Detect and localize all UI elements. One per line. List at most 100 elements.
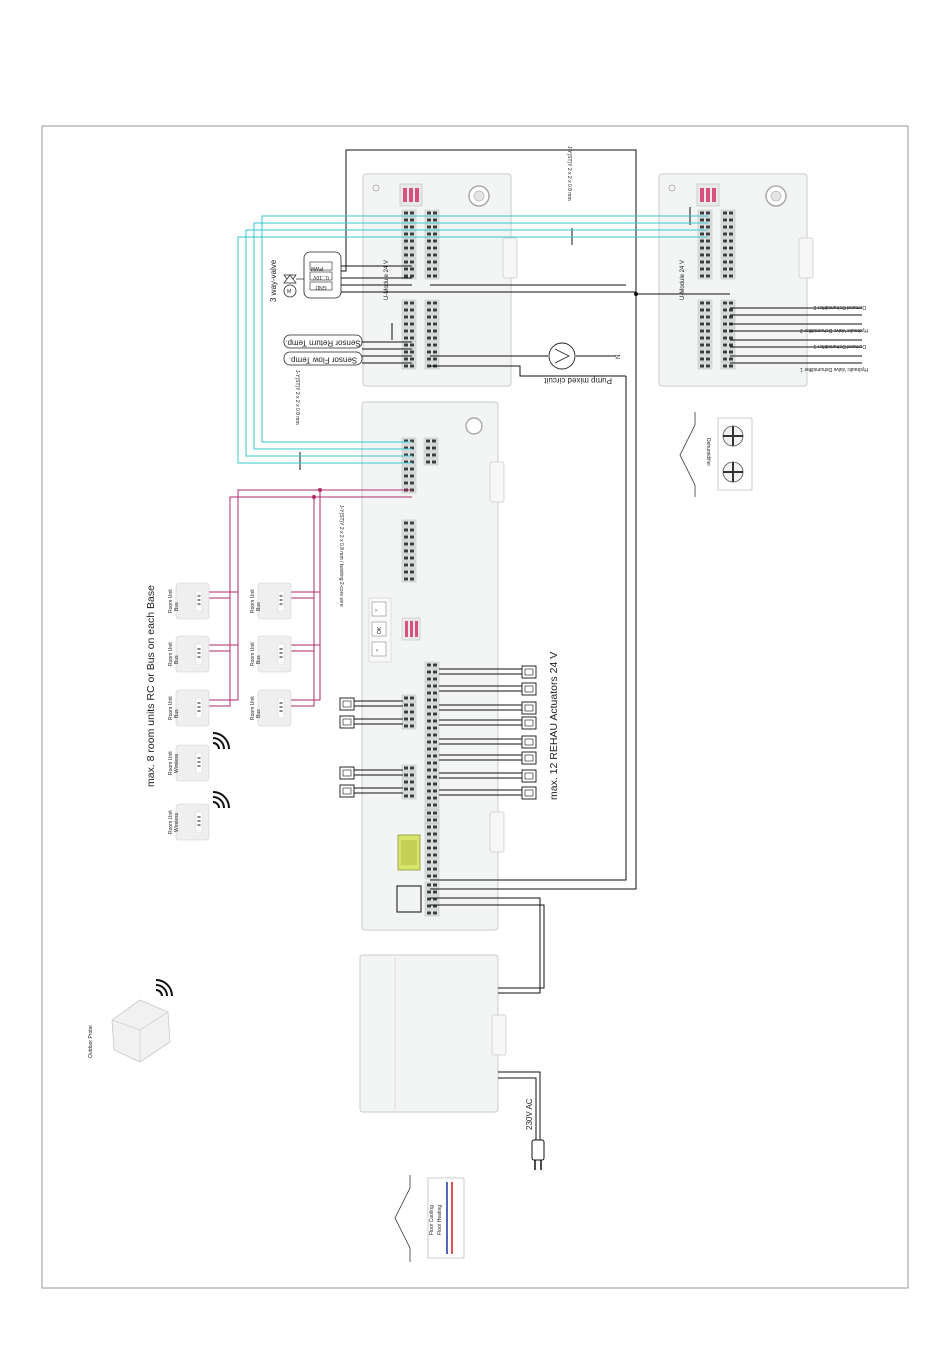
room-unit-type: Bus [174,709,180,718]
page-frame [41,125,909,1289]
actuator [339,766,355,780]
terminal [720,209,736,217]
terminal [424,844,440,852]
terminal [697,334,713,342]
terminal [401,694,417,702]
terminal [424,745,440,753]
dehumidifier-house: Dehumidifier [679,412,753,497]
pwm-label: PWM [311,265,323,271]
terminal [697,244,713,252]
actuator [521,716,537,730]
button-down[interactable] [371,641,387,657]
terminal [401,465,417,473]
terminal [424,341,440,349]
terminal [424,837,440,845]
terminal [424,766,440,774]
terminal [424,801,440,809]
u-module-2-label: U-Module 24 V [680,260,686,300]
actuator [521,769,537,783]
terminal [401,722,417,730]
terminal [697,237,713,245]
terminal [720,251,736,259]
terminal [424,816,440,824]
terminal [401,764,417,772]
button-up[interactable] [371,601,387,617]
terminal [424,348,440,356]
terminal [423,444,439,452]
magenta-bus-wires [205,488,412,707]
terminal [720,299,736,307]
actuator [521,665,537,679]
terminal [424,258,440,266]
terminal [424,272,440,280]
cable-left-label: J-Y(ST)Y 2 x 2 x 0.8 mm [294,370,300,425]
room-unit-type: Bus [256,709,262,718]
terminal [424,661,440,669]
terminal [401,306,417,314]
terminal [424,809,440,817]
plug-icon [531,1139,545,1161]
pump-label: Pump mixed circuit [544,376,612,385]
terminal [424,696,440,704]
terminal [697,355,713,363]
terminal [424,306,440,314]
demand-dehum-2-label: Demand Dehumidifier 2 [813,304,866,310]
dehumidifier-label: Dehumidifier [705,438,711,466]
outdoor-probe-label: Outdoor Probe [88,1025,94,1058]
terminal [720,306,736,314]
terminal [720,348,736,356]
terminal [697,320,713,328]
hydraulic-valve-dehum-2-label: Hydraulic Valve Dehumidifier 2 [800,327,868,333]
hydraulic-valve-dehum-1-label: Hydraulic Valve Dehumidifier 1 [800,366,868,372]
actuator [339,715,355,729]
cable-bus-label: J-Y(ST)Y 2 x 2 x 0.8 mm / twisting 2-cor… [338,505,344,607]
terminal [424,710,440,718]
terminal [720,244,736,252]
gnd-label: GND [315,284,327,290]
terminal [424,689,440,697]
terminal [424,881,440,889]
terminal [424,787,440,795]
terminal [697,341,713,349]
terminal [697,327,713,335]
terminal [697,306,713,314]
power-supply [359,954,507,1113]
room-unit-label: Room Unit [250,589,256,613]
terminal [424,668,440,676]
terminal [423,437,439,445]
terminal [720,313,736,321]
actuators-note: max. 12 REHAU Actuators 24 V [548,652,560,800]
terminal [424,858,440,866]
room-unit-label: Room Unit [168,696,174,720]
terminal [401,237,417,245]
u-module-2: U-Module 24 V [658,173,814,387]
terminal [401,272,417,280]
terminal [401,533,417,541]
terminal [401,526,417,534]
terminal [424,320,440,328]
wireless-icon [212,791,230,809]
terminal [424,865,440,873]
room-unit-label: Room Unit [250,642,256,666]
terminal [401,334,417,342]
terminal [423,451,439,459]
terminal [424,731,440,739]
base-module: › OK ‹ [361,401,505,931]
terminal [401,778,417,786]
terminal [424,299,440,307]
ok-button[interactable] [371,621,387,637]
terminal [424,237,440,245]
terminal [697,362,713,370]
room-unit-type: Wireless [174,812,180,832]
cable-top-label: J-Y(ST)Y 2 x 2 x 0.8 mm [566,146,572,201]
room-unit-label: Room Unit [168,810,174,834]
